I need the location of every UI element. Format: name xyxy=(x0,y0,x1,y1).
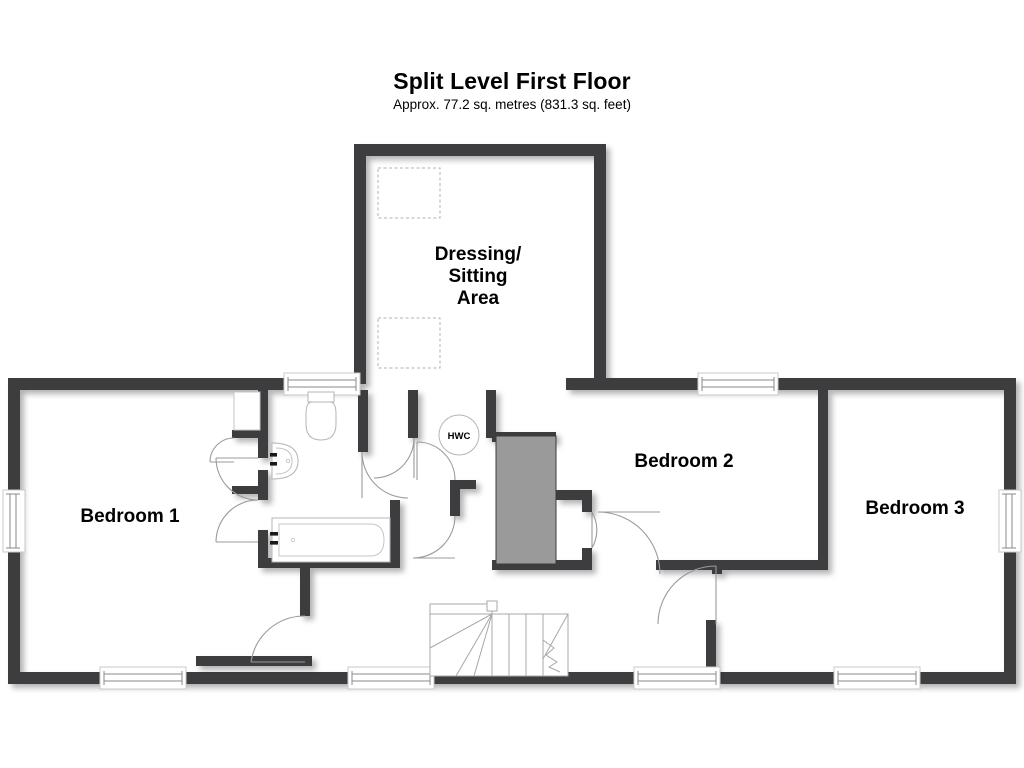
wall-bed2-bottom-stub xyxy=(712,560,722,574)
wall-dressing-right xyxy=(594,144,606,384)
window-hall-bottom-left xyxy=(347,666,435,690)
wc-toilet xyxy=(305,391,337,441)
dashed-zone-upper xyxy=(377,167,441,219)
wall-void-right-upper xyxy=(556,490,592,500)
wall-landing-stub-top xyxy=(450,480,476,489)
window-hall-bottom-right xyxy=(633,666,721,690)
hwc-label: HWC xyxy=(448,431,471,442)
staircase xyxy=(429,600,569,677)
doors xyxy=(209,437,717,663)
door-bedroom1-hall xyxy=(250,615,306,663)
wall-landing-stub xyxy=(450,480,460,516)
wall-bed1-divider-upper xyxy=(258,390,268,458)
basin-tap-2 xyxy=(270,462,277,466)
stairwell-void xyxy=(495,435,557,565)
dashed-zone-lower xyxy=(377,317,441,369)
stair-newel-box xyxy=(486,600,498,612)
room-labels: Dressing/ Sitting Area Bedroom 1 Bedroom… xyxy=(80,244,964,527)
stair-flight xyxy=(429,613,569,677)
room-label-dressing-line3: Area xyxy=(457,288,500,309)
door-bathroom xyxy=(361,451,409,499)
wall-main-bottom xyxy=(8,672,1016,684)
wall-main-top-left xyxy=(8,378,360,390)
wash-basin xyxy=(270,442,299,480)
wall-hall-right-drop xyxy=(706,620,716,676)
page-title: Split Level First Floor xyxy=(393,68,631,94)
wall-landing-right xyxy=(486,390,496,438)
door-bedroom3 xyxy=(597,511,661,575)
bathroom-fixtures xyxy=(233,391,391,563)
door-bedroom2 xyxy=(591,511,598,549)
wall-bed2-bottom xyxy=(656,560,828,570)
closet-recess xyxy=(233,391,261,431)
wall-hall-partition-a xyxy=(358,390,368,452)
window-bathroom-top xyxy=(283,372,361,396)
wall-bed1-divider-mid xyxy=(258,470,268,500)
wall-bathroom-bottom xyxy=(258,558,400,568)
room-label-bedroom-3: Bedroom 3 xyxy=(865,498,964,519)
wall-hall-left-bottom xyxy=(196,656,312,666)
wall-closet-stub-top xyxy=(232,430,262,438)
window-bedroom1-bottom xyxy=(99,666,187,690)
wall-bathroom-right xyxy=(390,500,400,568)
wall-void-bottom xyxy=(492,560,592,570)
door-bedroom2-hall xyxy=(657,565,717,625)
windows xyxy=(2,372,1022,690)
door-bedroom1-double xyxy=(215,457,259,543)
wall-dressing-left xyxy=(354,144,366,384)
room-label-bedroom-2: Bedroom 2 xyxy=(634,451,733,472)
basin-tap-1 xyxy=(270,453,277,457)
door-hwc-cupboard xyxy=(416,441,456,481)
hwc-circle xyxy=(438,414,480,456)
wall-main-top-right xyxy=(566,378,1016,390)
wall-hall-partition-b xyxy=(408,390,418,438)
room-label-dressing-line1: Dressing/ xyxy=(435,244,522,265)
window-bedroom1-left xyxy=(2,489,26,553)
dressing-area-dashed-zones xyxy=(377,167,441,369)
wall-hall-left-drop xyxy=(300,566,310,616)
door-wc xyxy=(373,437,415,479)
bath-tap-1 xyxy=(270,532,278,536)
window-bedroom3-right xyxy=(998,489,1022,553)
bathtub xyxy=(270,517,391,563)
window-bedroom2-top xyxy=(697,372,779,396)
wall-bed1-divider-lower xyxy=(258,530,268,566)
wall-void-right-lower xyxy=(582,548,592,570)
hot-water-cylinder: HWC xyxy=(438,414,480,456)
door-closet xyxy=(209,437,235,463)
title-block: Split Level First Floor Approx. 77.2 sq.… xyxy=(0,68,1024,114)
wall-void-right-vert xyxy=(582,490,592,512)
window-bedroom3-bottom xyxy=(833,666,921,690)
wall-bed2-bed3-divider xyxy=(818,390,828,570)
wall-dressing-return-right xyxy=(566,378,606,390)
door-landing-hall xyxy=(412,515,456,559)
wall-closet-stub-bottom xyxy=(232,486,262,494)
structural-walls xyxy=(8,144,1016,684)
bath-tap-2 xyxy=(270,541,278,545)
page-subtitle: Approx. 77.2 sq. metres (831.3 sq. feet) xyxy=(393,97,631,113)
room-label-bedroom-1: Bedroom 1 xyxy=(80,506,180,527)
room-label-dressing-line2: Sitting xyxy=(448,266,507,287)
wall-dressing-top xyxy=(354,144,606,156)
